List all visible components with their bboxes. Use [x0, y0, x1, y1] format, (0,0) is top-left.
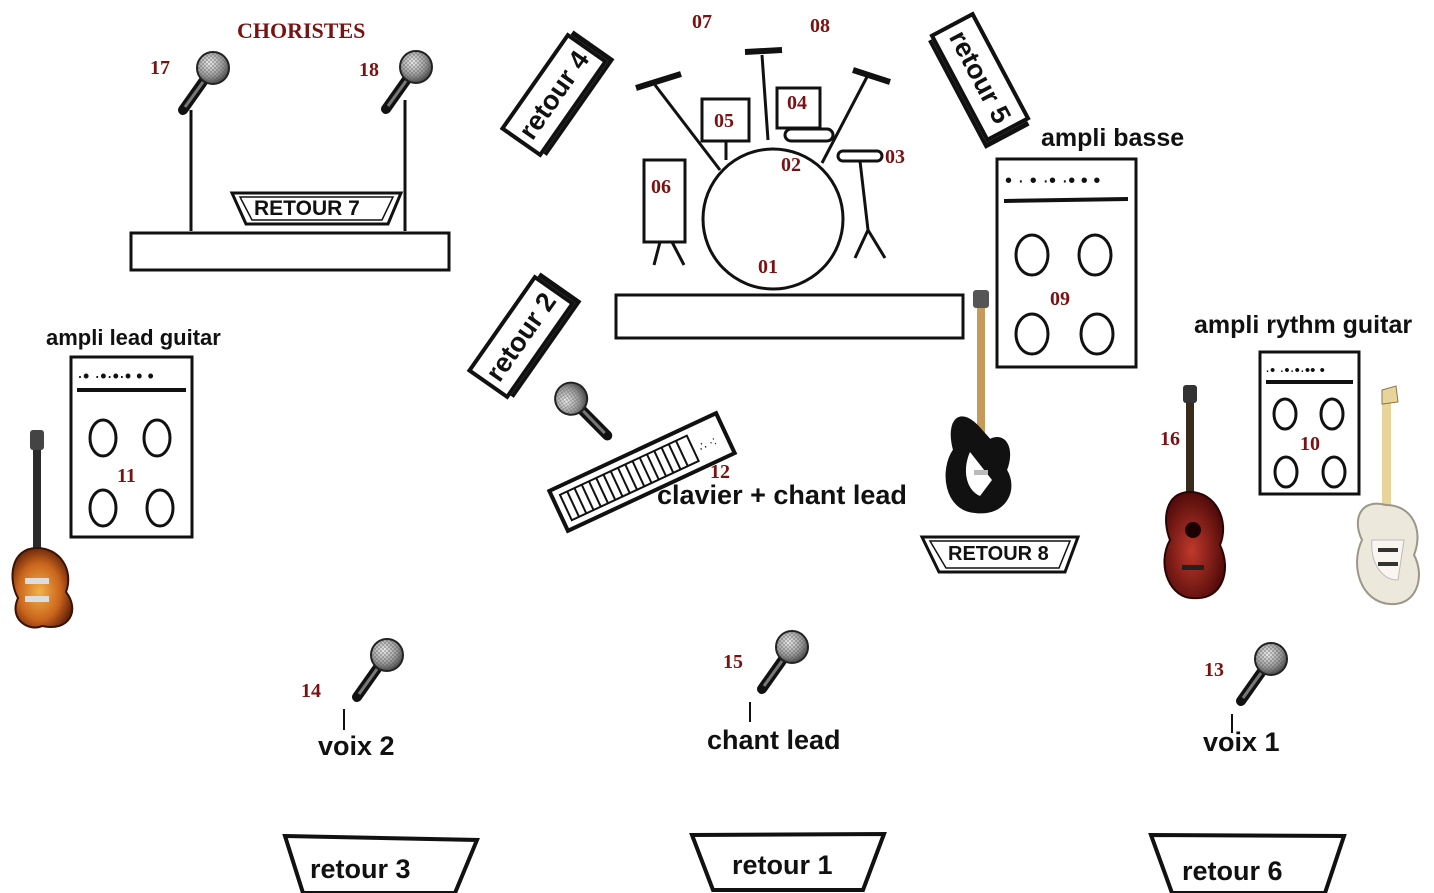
ampli-basse-label: ampli basse: [1041, 124, 1185, 152]
monitor-retour-1-label: retour 1: [732, 850, 833, 880]
channel-11: 11: [117, 465, 136, 487]
choristes-label: CHORISTES: [237, 18, 366, 43]
monitor-retour-3-shape: [282, 833, 480, 893]
monitor-retour-7-inner: [238, 196, 395, 221]
channel-09: 09: [1050, 288, 1070, 310]
ampli-rythm-label: ampli rythm guitar: [1194, 311, 1413, 339]
channel-10: 10: [1300, 433, 1320, 455]
channel-14: 14: [301, 680, 321, 702]
channel-08: 08: [810, 15, 830, 37]
monitor-retour-1-shape: [689, 831, 887, 892]
channel-02: 02: [781, 154, 801, 176]
channel-04: 04: [787, 92, 807, 114]
monitor-retour-7-label: RETOUR 7: [254, 197, 360, 220]
svg-text:·• ·•·•·•• •: ·• ·•·•·•• •: [1265, 362, 1325, 379]
electric-guitar-icon: [1356, 385, 1420, 606]
electric-guitar-icon: [11, 430, 74, 629]
channel-07: 07: [692, 11, 712, 33]
amplifier-icon: ·• ·•·•·• • •: [69, 355, 194, 539]
channel-03: 03: [885, 146, 905, 168]
amplifier-icon: ·• ·•·•·•• •: [1258, 350, 1361, 496]
channel-17: 17: [150, 57, 170, 79]
monitor-retour-8-label: RETOUR 8: [948, 543, 1049, 565]
chant-lead-label: chant lead: [707, 725, 841, 755]
monitor-retour-6-shape: [1148, 832, 1347, 893]
acoustic-guitar-icon: [1163, 385, 1226, 600]
bass-guitar-icon: [945, 290, 1012, 514]
monitor-retour-7-shape: [229, 191, 404, 226]
microphone-icon: [183, 52, 229, 110]
monitor-retour-8-shape: [919, 535, 1081, 574]
choir-riser: [129, 231, 451, 272]
microphone-icon: [550, 380, 615, 435]
svg-text:• · • ·• ·• • •: • · • ·• ·• • •: [1005, 170, 1100, 192]
microphone-icon: [357, 639, 403, 697]
monitor-retour-6-label: retour 6: [1182, 856, 1283, 886]
drum-kit-icon: [635, 47, 891, 291]
svg-text:·• ·•·•·• • •: ·• ·•·•·• • •: [77, 366, 154, 386]
channel-16: 16: [1160, 428, 1180, 450]
channel-12: 12: [710, 461, 730, 483]
channel-13: 13: [1204, 659, 1224, 681]
ampli-lead-label: ampli lead guitar: [46, 325, 221, 350]
channel-05: 05: [714, 110, 734, 132]
microphone-icon: [386, 51, 432, 109]
channel-06: 06: [651, 176, 671, 198]
microphone-icon: [762, 631, 808, 689]
monitor-retour-8-inner: [928, 540, 1072, 569]
microphone-icon: [1241, 643, 1287, 701]
amplifier-icon: • · • ·• ·• • •: [995, 157, 1138, 369]
keyboard-icon: ∴ ·:: [546, 410, 738, 534]
clavier-label: clavier + chant lead: [657, 480, 907, 510]
voix-2-label: voix 2: [318, 731, 395, 761]
channel-15: 15: [723, 651, 743, 673]
channel-18: 18: [359, 59, 379, 81]
channel-01: 01: [758, 256, 778, 278]
monitor-retour-3-label: retour 3: [310, 854, 411, 884]
voix-1-label: voix 1: [1203, 727, 1280, 757]
drum-riser: [614, 293, 965, 340]
